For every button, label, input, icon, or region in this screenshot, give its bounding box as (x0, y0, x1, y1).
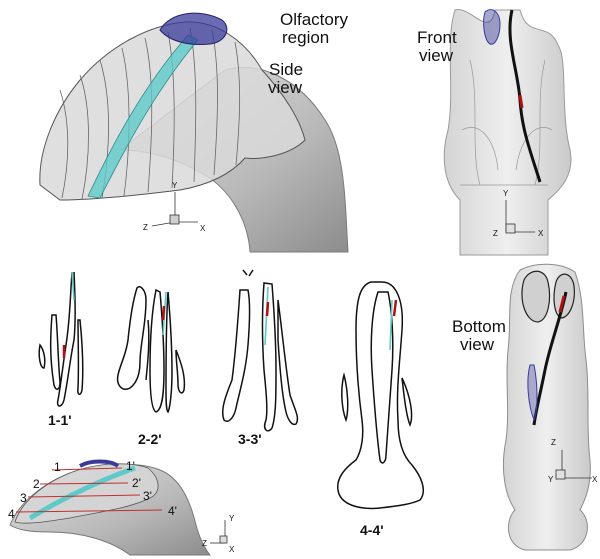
bottom-axis-x: X (592, 475, 598, 484)
section-4-deposit (394, 300, 396, 316)
section-2 (118, 287, 185, 412)
cut-map-axis-x: X (229, 545, 235, 554)
bottom-view-label-line2: view (460, 335, 495, 354)
section-4-label: 4-4' (360, 522, 384, 538)
front-axis-z: Z (493, 229, 498, 238)
cut-mark-3: 3 (20, 491, 27, 505)
cut-map-axis-y: Y (229, 514, 235, 523)
cut-map-axes (210, 520, 227, 543)
side-axis-x: X (200, 224, 206, 233)
cut-mark-4p: 4' (168, 504, 177, 518)
bottom-view-label-line1: Bottom (452, 317, 506, 336)
front-axis-x: X (538, 229, 544, 238)
side-axis-z: Z (143, 223, 148, 232)
cut-map-axis-z: Z (202, 539, 207, 548)
cut-mark-2: 2 (33, 477, 40, 491)
cut-mark-1: 1 (54, 460, 61, 474)
front-view-body (444, 10, 571, 255)
side-axis-y: Y (172, 181, 178, 190)
side-view-label-line2: view (268, 78, 303, 97)
olfactory-label-line1: Olfactory (280, 10, 349, 29)
section-4 (338, 282, 424, 508)
bottom-axis-y: Y (548, 475, 554, 484)
bottom-axis-z: Z (551, 438, 556, 447)
cut-mark-3p: 3' (143, 489, 152, 503)
bottom-view-panel: Z Y X Bottom view (452, 264, 598, 550)
side-view-label-line1: Side (269, 60, 303, 79)
olfactory-label-line2: region (282, 28, 329, 47)
front-view-label-line1: Front (417, 28, 457, 47)
cut-mark-4: 4 (8, 507, 15, 521)
front-axis-y: Y (503, 189, 509, 198)
section-1-label: 1-1' (48, 412, 72, 428)
section-3-deposit (267, 302, 268, 316)
section-2-deposit (163, 306, 164, 320)
front-view-panel: Front view Y Z X (417, 10, 571, 255)
section-1 (39, 272, 83, 406)
cut-map-panel: 1 2 3 4 1' 2' 3' 4' Y Z X (8, 459, 235, 555)
side-view-panel: Olfactory region Side view Y Z X (40, 10, 349, 252)
section-2-label: 2-2' (138, 431, 162, 447)
side-view-axes (152, 192, 198, 226)
cut-mark-2p: 2' (132, 476, 141, 490)
section-3-label: 3-3' (238, 431, 262, 447)
front-view-label-line2: view (419, 46, 454, 65)
front-view-deposit (520, 95, 522, 108)
section-3 (223, 270, 298, 431)
cut-mark-1p: 1' (126, 459, 135, 473)
